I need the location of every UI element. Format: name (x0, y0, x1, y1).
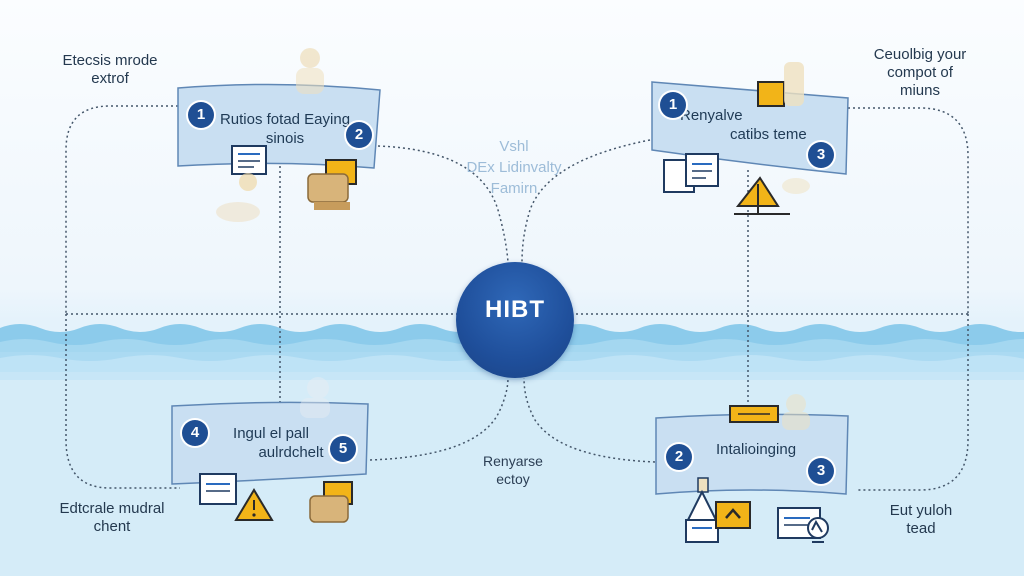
step-badge: 5 (330, 436, 356, 462)
corner-bottom-right-line-2: tead (906, 520, 936, 537)
banner-top-right-line-2: catibs teme (730, 126, 807, 143)
corner-top-left-line-1: Etecsis mrode (62, 52, 158, 69)
corner-text-top-left: Etecsis mrode extrof (48, 52, 172, 88)
banner-top-left-line-2: sinois (265, 130, 305, 147)
step-badge: 1 (660, 92, 686, 118)
banner-top-left-line-1: Rutios fotad Eaying (219, 111, 351, 128)
document-icon (663, 153, 719, 193)
corner-top-right-line-3: miuns (899, 82, 940, 99)
gear-icon (807, 517, 829, 543)
person-icon (685, 477, 719, 543)
banner-top-left-label: Rutios fotad Eaying sinois (210, 110, 360, 148)
laptop-icon (757, 62, 804, 107)
center-text: Vshl DEx Lidinvalty Famirn (452, 136, 576, 199)
banner-bottom-right-line-1: Intalioinging (715, 441, 797, 458)
hub-label: HIBT (485, 296, 545, 323)
center-text-line-2: DEx Lidinvalty (466, 159, 562, 176)
center-text-line-1: Vshl (499, 138, 529, 155)
banner-top-right-label: Renyalve catibs teme (680, 106, 807, 144)
banner-bottom-right-label: Intalioinging (700, 440, 812, 459)
person-icon (782, 178, 810, 194)
bottom-center-line-1: Renyarse (483, 453, 543, 469)
loop-right-bottom (858, 314, 969, 491)
laptop-icon (307, 159, 357, 210)
center-text-line-3: Famirn (490, 180, 538, 197)
document-icon (231, 145, 267, 175)
bottom-center-text: Renyarse ectoy (470, 452, 556, 488)
bottom-center-line-2: ectoy (496, 471, 530, 487)
calendar-icon (715, 501, 751, 529)
corner-top-right-line-2: compot of (887, 64, 953, 81)
corner-text-top-right: Ceuolbig your compot of miuns (860, 46, 980, 100)
step-badge: 2 (666, 444, 692, 470)
banner-bottom-left-line-1: Ingul el pall (233, 425, 309, 442)
corner-top-left-line-2: extrof (91, 70, 129, 87)
banner-bottom-left-label: Ingul el pall aulrdchelt (206, 424, 336, 462)
corner-text-bottom-left: Edtcrale mudral chent (42, 500, 182, 536)
laptop-icon (309, 481, 353, 523)
person-icon (216, 173, 260, 222)
person-icon (300, 377, 330, 418)
corner-text-bottom-right: Eut yuloh tead (866, 502, 976, 538)
arc-top-left (377, 145, 509, 263)
loop-right-top (848, 107, 969, 314)
corner-top-right-line-1: Ceuolbig your (873, 46, 967, 63)
step-badge: 3 (808, 142, 834, 168)
corner-bottom-left-line-2: chent (93, 518, 131, 535)
hub-circle[interactable] (456, 262, 574, 378)
warning-icon (734, 176, 790, 215)
step-badge: 3 (808, 458, 834, 484)
corner-bottom-right-line-1: Eut yuloh (889, 502, 953, 519)
warning-icon (234, 488, 274, 521)
calendar-icon (729, 405, 779, 423)
banner-top-right-line-1: Renyalve (680, 107, 743, 124)
person-icon (782, 394, 810, 430)
arc-top-right (521, 139, 651, 263)
step-badge: 2 (346, 122, 372, 148)
document-icon (199, 473, 237, 505)
step-badge: 1 (188, 102, 214, 128)
step-badge: 4 (182, 420, 208, 446)
banner-bottom-left-line-2: aulrdchelt (258, 444, 324, 461)
corner-bottom-left-line-1: Edtcrale mudral (59, 500, 165, 517)
person-icon (296, 48, 324, 94)
